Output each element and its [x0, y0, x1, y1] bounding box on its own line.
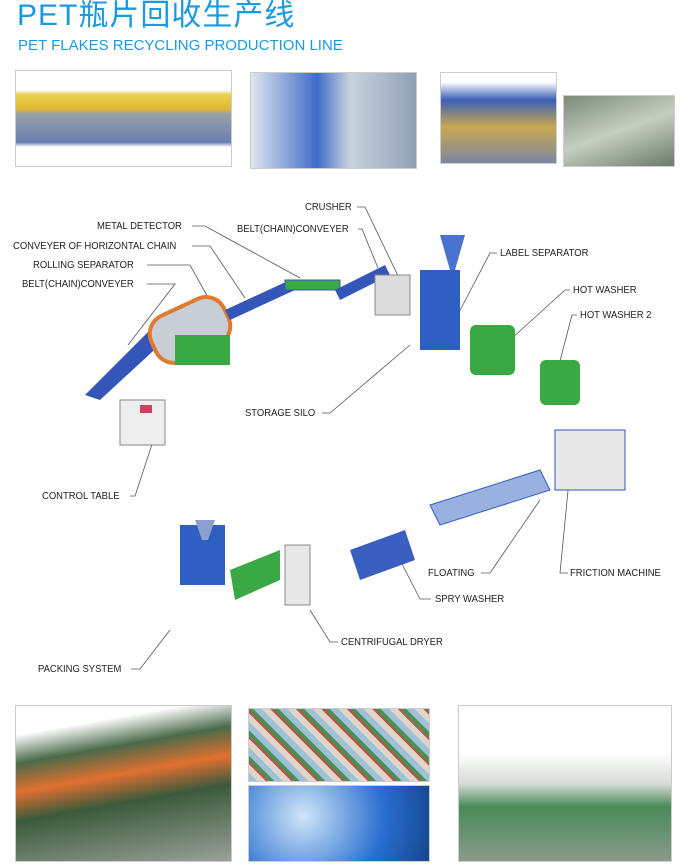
photo-pet-bottles: [248, 708, 430, 782]
label-floating: FLOATING: [428, 567, 475, 579]
title-english: PET FLAKES RECYCLING PRODUCTION LINE: [18, 37, 343, 54]
label-control-table: CONTROL TABLE: [42, 490, 120, 502]
belt-conveyer-drawing: [85, 330, 165, 400]
friction-machine-drawing: [554, 429, 626, 491]
label-separator-drawing: [420, 270, 460, 350]
label-metal-detector: METAL DETECTOR: [97, 220, 182, 232]
crusher-drawing: [374, 274, 411, 316]
label-crusher: CRUSHER: [305, 201, 352, 213]
spry-washer-drawing: [350, 530, 415, 580]
horizontal-chain-conveyer-drawing: [225, 280, 295, 320]
photo-trommel-line: [15, 705, 232, 862]
centrifugal-dryer-drawing: [284, 544, 311, 606]
floating-tank-drawing: [429, 469, 551, 526]
label-packing-system: PACKING SYSTEM: [38, 663, 122, 675]
label-storage-silo: STORAGE SILO: [245, 407, 316, 419]
photo-washing-tank: [15, 70, 232, 167]
photo-drying-packing-line: [458, 705, 672, 862]
label-belt-conveyer-1: BELT(CHAIN)CONVEYER: [22, 278, 134, 290]
label-centrifugal-dryer: CENTRIFUGAL DRYER: [341, 636, 443, 648]
storage-silo-drawing: [230, 550, 280, 600]
photo-crusher: [440, 72, 557, 164]
hot-washer-drawing: [470, 325, 515, 375]
label-hot-washer: HOT WASHER: [573, 284, 637, 296]
label-friction-machine: FRICTION MACHINE: [570, 567, 661, 579]
title-chinese: PET瓶片回收生产线: [17, 0, 296, 32]
photo-washing-line: [250, 72, 417, 169]
label-conveyer-horizontal-chain: CONVEYER OF HORIZONTAL CHAIN: [13, 240, 177, 252]
leader-lines: [127, 206, 577, 670]
label-belt-conveyer-2: BELT(CHAIN)CONVEYER: [237, 223, 349, 235]
photo-screw-conveyor: [563, 95, 675, 167]
label-spry-washer: SPRY WASHER: [435, 593, 505, 605]
label-hot-washer-2: HOT WASHER 2: [580, 309, 652, 321]
hot-washer-2-drawing: [540, 360, 580, 405]
label-label-separator: LABEL SEPARATOR: [500, 247, 589, 259]
photo-pet-flakes: [248, 785, 430, 862]
metal-detector-drawing: [284, 279, 341, 291]
label-rolling-separator: ROLLING SEPARATOR: [33, 259, 134, 271]
